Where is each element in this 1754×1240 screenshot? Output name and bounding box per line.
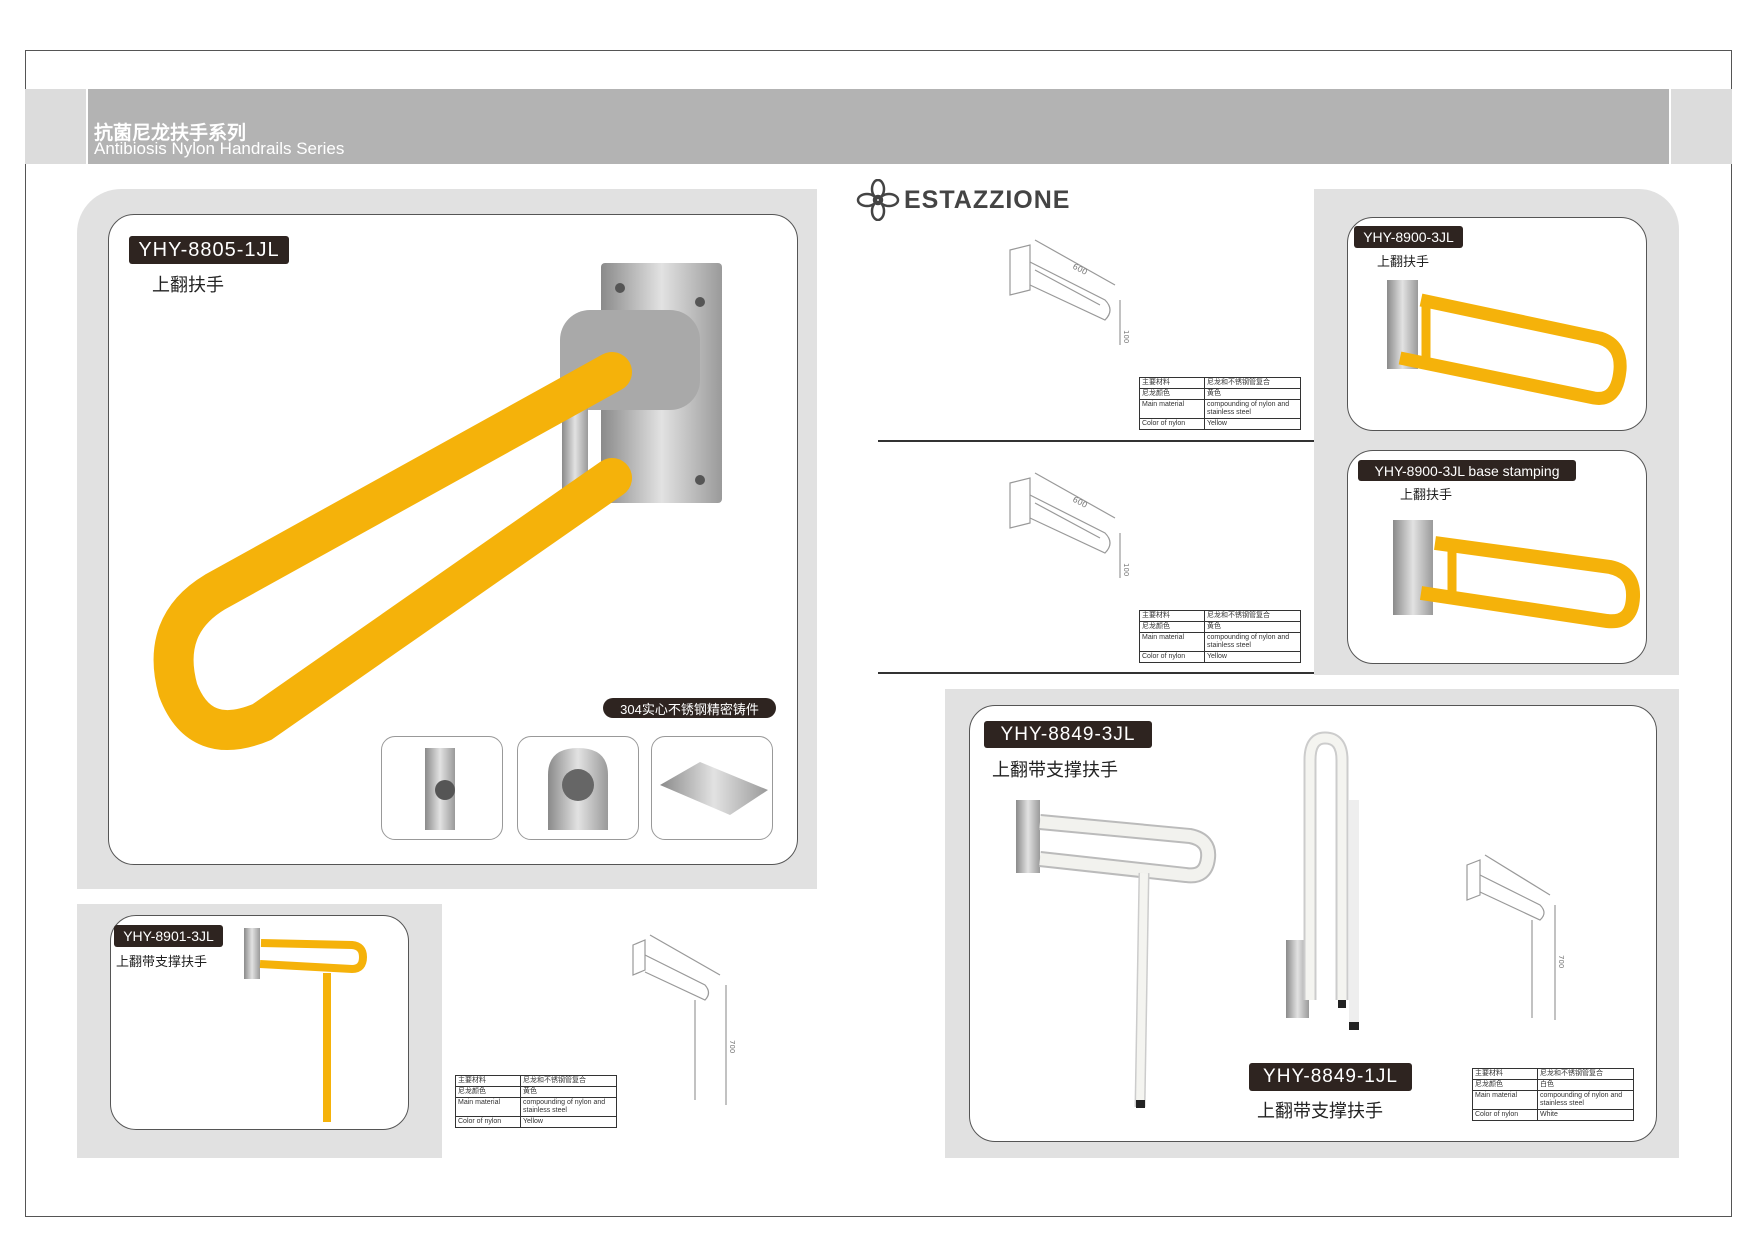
spec-cell: Main material xyxy=(1139,399,1205,419)
product-name: 上翻带支撑扶手 xyxy=(992,760,1118,781)
spec-cell: compounding of nylon and stainless steel xyxy=(1204,399,1301,419)
spec-cell: 尼龙和不锈钢管复合 xyxy=(1204,610,1301,622)
feature-badge: 304实心不锈钢精密铸件 xyxy=(603,698,776,718)
card-8900 xyxy=(1347,217,1647,431)
spec-cell: 尼龙颜色 xyxy=(1472,1079,1538,1091)
spec-cell: 尼龙颜色 xyxy=(1139,388,1205,400)
divider xyxy=(878,440,1314,442)
spec-cell: 尼龙颜色 xyxy=(1139,621,1205,633)
spec-cell: Main material xyxy=(1139,632,1205,652)
model-badge: YHY-8849-3JL xyxy=(984,721,1152,748)
product-name: 上翻带支撑扶手 xyxy=(1257,1101,1383,1122)
spec-cell: 主要材料 xyxy=(1472,1068,1538,1080)
spec-cell: Main material xyxy=(1472,1090,1538,1110)
spec-cell: 主要材料 xyxy=(455,1075,521,1087)
detail-thumb-connector xyxy=(381,736,503,840)
spec-cell: Color of nylon xyxy=(1139,651,1205,663)
spec-cell: Yellow xyxy=(520,1116,617,1128)
spec-cell: compounding of nylon and stainless steel xyxy=(520,1097,617,1117)
model-badge: YHY-8900-3JL base stamping xyxy=(1358,460,1576,481)
spec-cell: compounding of nylon and stainless steel xyxy=(1204,632,1301,652)
header-bar xyxy=(86,89,1671,164)
spec-cell: 尼龙和不锈钢管复合 xyxy=(520,1075,617,1087)
header-side-right xyxy=(1671,89,1732,164)
flower-logo-icon xyxy=(856,179,900,221)
model-badge: YHY-8900-3JL xyxy=(1354,226,1463,248)
spec-cell: Color of nylon xyxy=(1472,1109,1538,1121)
product-name: 上翻带支撑扶手 xyxy=(116,955,208,970)
spec-cell: 黄色 xyxy=(520,1086,617,1098)
spec-cell: 黄色 xyxy=(1204,621,1301,633)
spec-cell: Yellow xyxy=(1204,418,1301,430)
spec-cell: 主要材料 xyxy=(1139,610,1205,622)
title-cn: 抗菌尼龙扶手系列 xyxy=(94,122,247,144)
model-badge: YHY-8849-1JL xyxy=(1249,1063,1412,1091)
spec-cell: Yellow xyxy=(1204,651,1301,663)
product-name: 上翻扶手 xyxy=(152,275,224,296)
spec-cell: 尼龙和不锈钢管复合 xyxy=(1537,1068,1634,1080)
product-name: 上翻扶手 xyxy=(1400,488,1453,503)
detail-thumb-mount xyxy=(517,736,639,840)
model-badge: YHY-8805-1JL xyxy=(129,236,289,264)
spec-cell: 尼龙颜色 xyxy=(455,1086,521,1098)
product-name: 上翻扶手 xyxy=(1377,255,1430,270)
title-en: Antibiosis Nylon Handrails Series xyxy=(94,139,345,158)
detail-thumb-plate xyxy=(651,736,773,840)
brand-logo: ESTAZZIONE xyxy=(856,179,1070,221)
spec-cell: Main material xyxy=(455,1097,521,1117)
spec-cell: compounding of nylon and stainless steel xyxy=(1537,1090,1634,1110)
card-8901 xyxy=(110,915,409,1130)
page-frame xyxy=(25,50,1732,1217)
spec-cell: 主要材料 xyxy=(1139,377,1205,389)
spec-cell: Color of nylon xyxy=(1139,418,1205,430)
header-side-left xyxy=(25,89,86,164)
brand-name: ESTAZZIONE xyxy=(904,185,1071,214)
card-8900-stamping xyxy=(1347,450,1647,664)
divider xyxy=(878,672,1314,674)
spec-cell: Color of nylon xyxy=(455,1116,521,1128)
spec-cell: White xyxy=(1537,1109,1634,1121)
model-badge: YHY-8901-3JL xyxy=(114,925,223,947)
spec-cell: 黄色 xyxy=(1204,388,1301,400)
spec-cell: 白色 xyxy=(1537,1079,1634,1091)
spec-cell: 尼龙和不锈钢管复合 xyxy=(1204,377,1301,389)
